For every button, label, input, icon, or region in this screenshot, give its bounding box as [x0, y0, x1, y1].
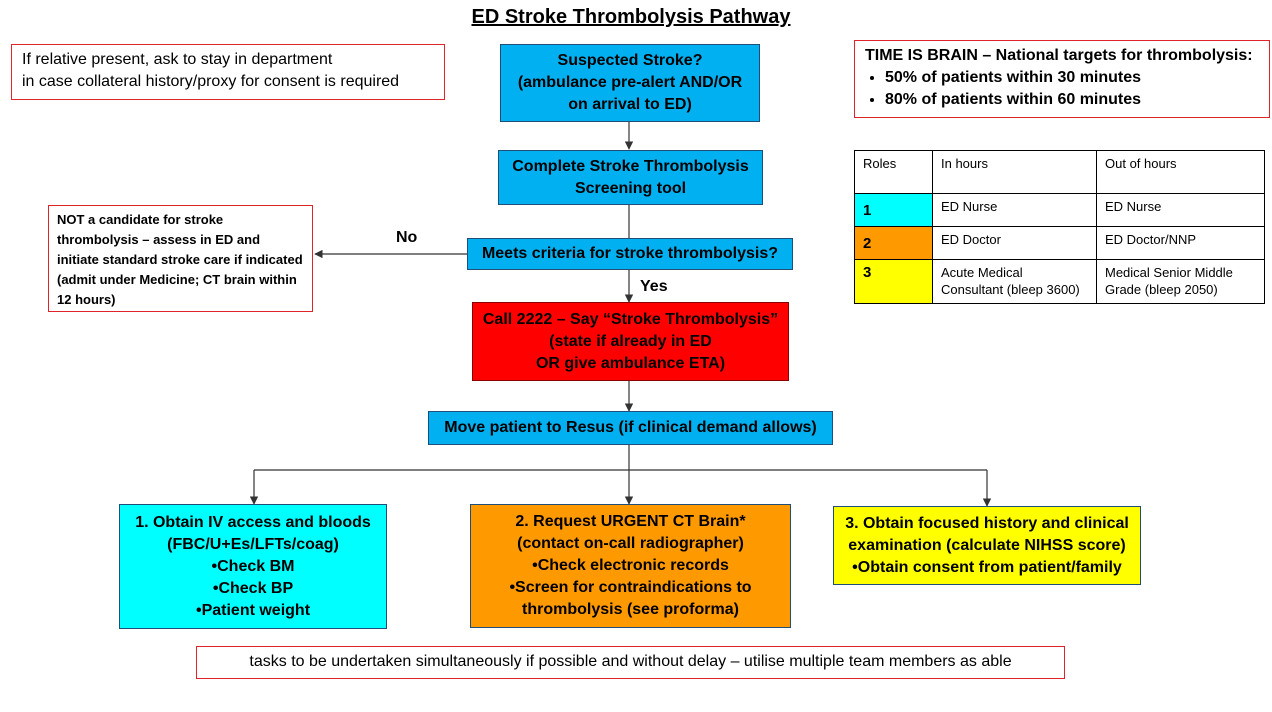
role-2-in-hours: ED Doctor — [932, 226, 1097, 260]
role-3-out-hours: Medical Senior Middle Grade (bleep 2050) — [1096, 259, 1265, 304]
roles-header-roles: Roles — [854, 150, 933, 194]
task3-line1: 3. Obtain focused history and clinical — [845, 514, 1129, 532]
footer-note-text: tasks to be undertaken simultaneously if… — [249, 653, 1012, 670]
suspected-line3: on arrival to ED) — [568, 96, 692, 113]
roles-row-3: 3 Acute Medical Consultant (bleep 3600) … — [854, 259, 1265, 304]
yes-label: Yes — [640, 278, 668, 295]
target-item-30min: 50% of patients within 30 minutes — [885, 67, 1259, 89]
target-item-60min: 80% of patients within 60 minutes — [885, 89, 1259, 111]
roles-header-in-hours: In hours — [932, 150, 1097, 194]
relative-present-note: If relative present, ask to stay in depa… — [11, 44, 445, 100]
not-candidate-box: NOT a candidate for stroke thrombolysis … — [48, 205, 313, 312]
task1-line1: 1. Obtain IV access and bloods — [135, 513, 371, 531]
resus-text: Move patient to Resus (if clinical deman… — [444, 419, 817, 436]
page-title: ED Stroke Thrombolysis Pathway — [471, 6, 791, 28]
call-line2: (state if already in ED — [549, 332, 712, 350]
task-3-box: 3. Obtain focused history and clinical e… — [833, 506, 1141, 585]
task2-line3: •Check electronic records — [532, 557, 729, 574]
task1-line2: (FBC/U+Es/LFTs/coag) — [167, 535, 339, 553]
role-1-out-hours: ED Nurse — [1096, 193, 1265, 227]
task2-line2: (contact on-call radiographer) — [517, 535, 744, 552]
move-to-resus-box: Move patient to Resus (if clinical deman… — [428, 411, 833, 445]
task3-line2: examination (calculate NIHSS score) — [848, 536, 1126, 554]
task3-line3: •Obtain consent from patient/family — [852, 558, 1122, 576]
relative-note-line2: in case collateral history/proxy for con… — [22, 73, 400, 90]
suspected-stroke-box: Suspected Stroke? (ambulance pre-alert A… — [500, 44, 760, 122]
screening-line1: Complete Stroke Thrombolysis — [512, 157, 749, 175]
role-number-3: 3 — [854, 259, 933, 304]
not-candidate-text: NOT a candidate for stroke thrombolysis … — [57, 212, 303, 307]
task1-line3: •Check BM — [211, 557, 295, 575]
screening-tool-box: Complete Stroke Thrombolysis Screening t… — [498, 150, 763, 205]
role-2-out-hours: ED Doctor/NNP — [1096, 226, 1265, 260]
task-1-box: 1. Obtain IV access and bloods (FBC/U+Es… — [119, 504, 387, 629]
role-3-in-hours: Acute Medical Consultant (bleep 3600) — [932, 259, 1097, 304]
criteria-decision-box: Meets criteria for stroke thrombolysis? — [467, 238, 793, 270]
call-2222-box: Call 2222 – Say “Stroke Thrombolysis” (s… — [472, 302, 789, 381]
roles-row-1: 1 ED Nurse ED Nurse — [854, 193, 1265, 227]
task2-line4: •Screen for contraindications to — [509, 579, 752, 596]
suspected-line2: (ambulance pre-alert AND/OR — [517, 74, 743, 91]
role-number-2: 2 — [854, 226, 933, 260]
criteria-text: Meets criteria for stroke thrombolysis? — [481, 245, 779, 262]
role-1-in-hours: ED Nurse — [932, 193, 1097, 227]
roles-header-out-of-hours: Out of hours — [1096, 150, 1265, 194]
task1-line4: •Check BP — [212, 579, 294, 597]
task1-line5: •Patient weight — [195, 601, 311, 619]
simultaneous-tasks-note: tasks to be undertaken simultaneously if… — [196, 646, 1065, 679]
task2-line5: thrombolysis (see proforma) — [522, 601, 739, 618]
roles-table: Roles In hours Out of hours 1 ED Nurse E… — [854, 150, 1265, 304]
screening-line2: Screening tool — [574, 179, 687, 197]
targets-box: TIME IS BRAIN – National targets for thr… — [854, 40, 1270, 118]
task-2-box: 2. Request URGENT CT Brain* (contact on-… — [470, 504, 791, 628]
roles-row-2: 2 ED Doctor ED Doctor/NNP — [854, 226, 1265, 260]
roles-header-row: Roles In hours Out of hours — [854, 150, 1265, 194]
suspected-line1: Suspected Stroke? — [557, 52, 703, 69]
task2-line1: 2. Request URGENT CT Brain* — [515, 513, 746, 530]
relative-note-line1: If relative present, ask to stay in depa… — [22, 51, 333, 68]
no-label: No — [396, 229, 418, 246]
call-line3: OR give ambulance ETA) — [535, 354, 726, 372]
targets-heading: TIME IS BRAIN – National targets for thr… — [865, 47, 1253, 64]
call-line1: Call 2222 – Say “Stroke Thrombolysis” — [482, 310, 779, 328]
role-number-1: 1 — [854, 193, 933, 227]
targets-list: 50% of patients within 30 minutes 80% of… — [865, 67, 1259, 111]
